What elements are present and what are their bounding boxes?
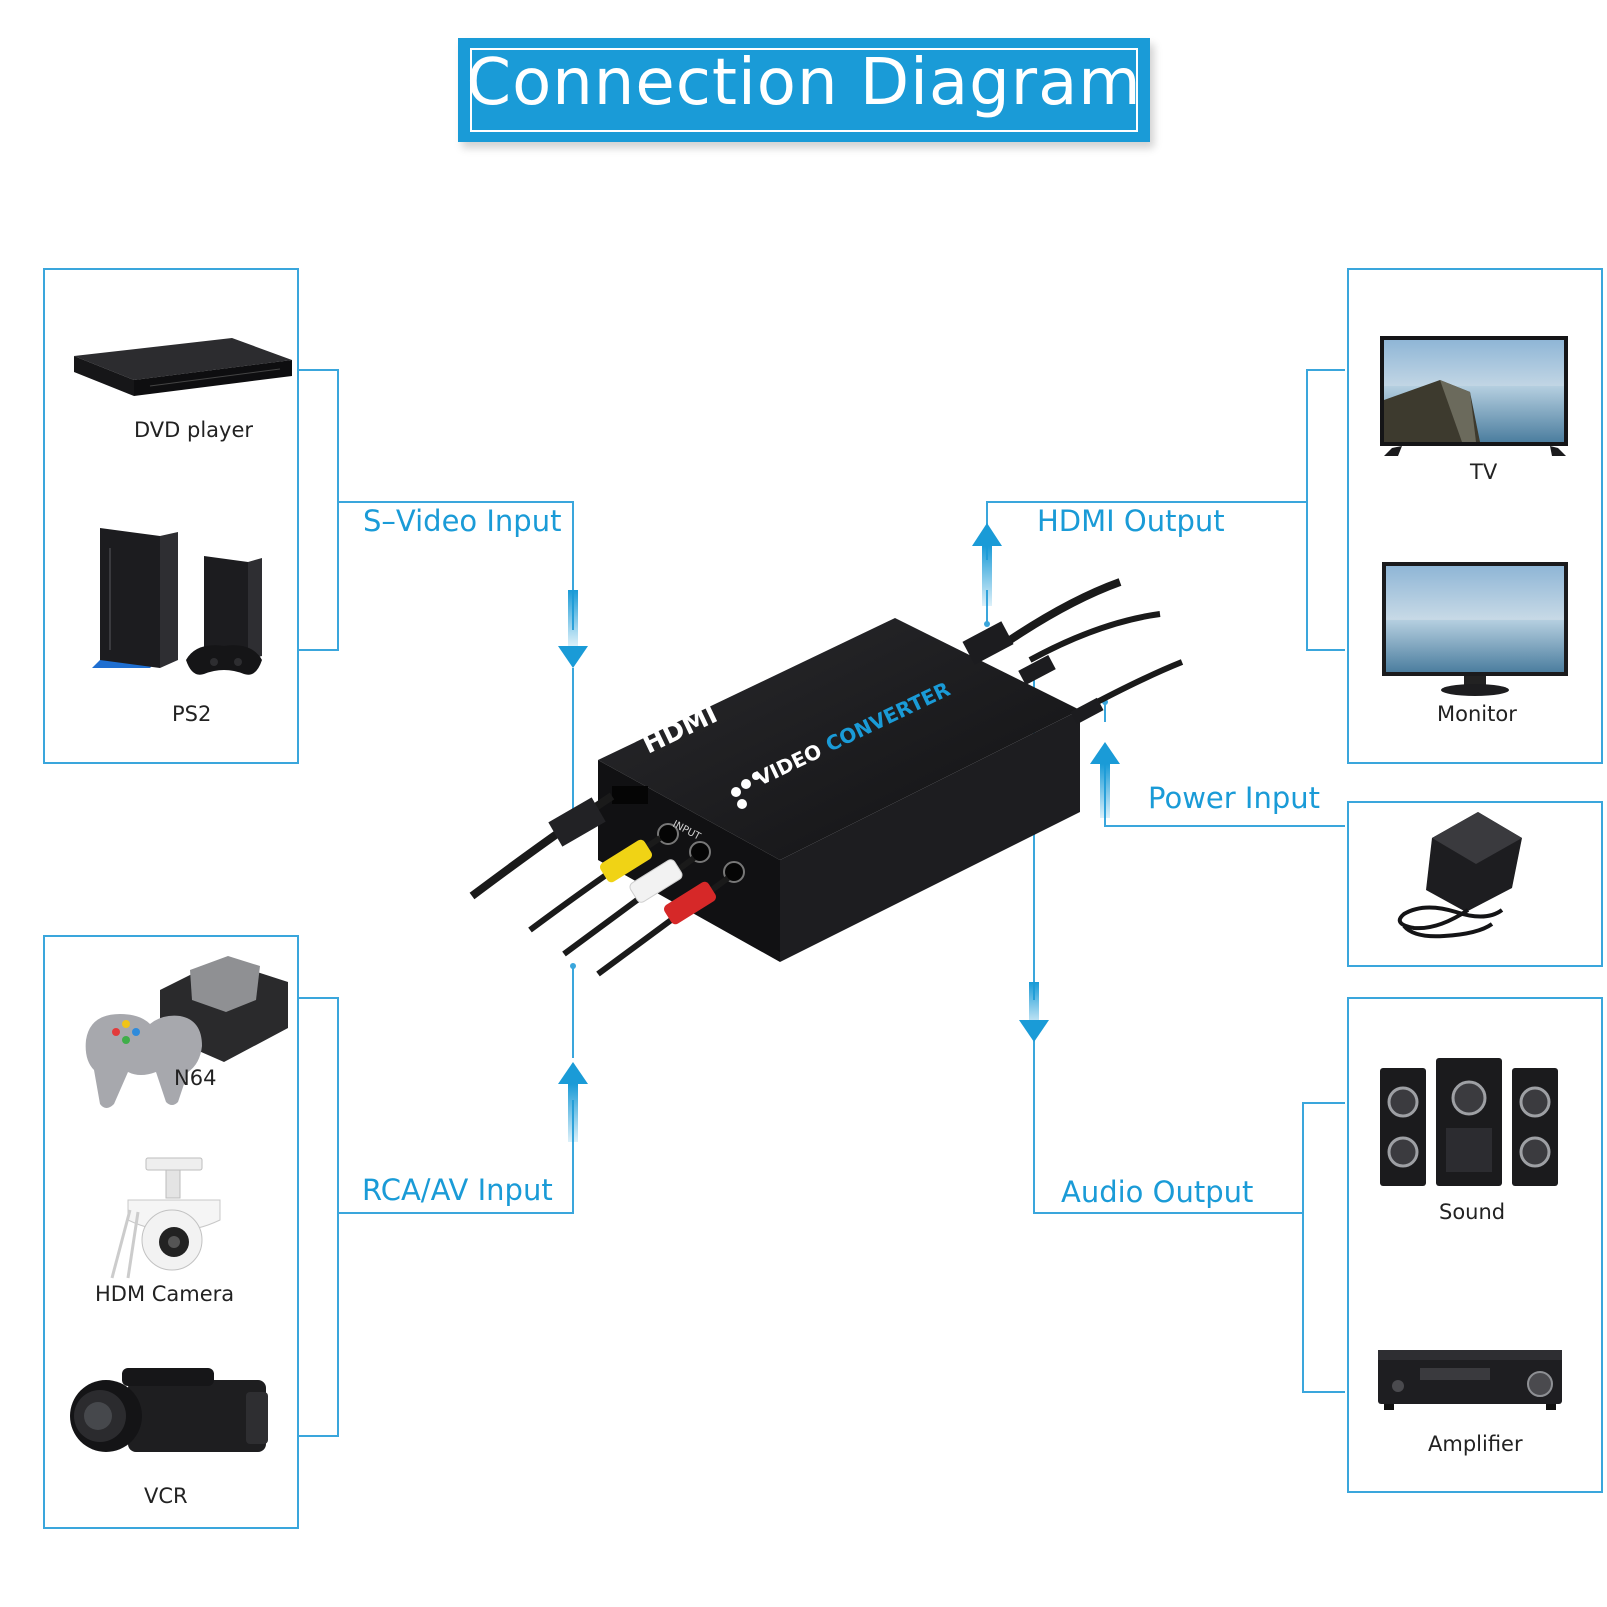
label-power-input: Power Input <box>1148 781 1320 815</box>
title-banner: Connection Diagram <box>458 38 1150 142</box>
label-monitor: Monitor <box>1437 702 1517 726</box>
page-title: Connection Diagram <box>466 46 1142 120</box>
label-sound: Sound <box>1439 1200 1506 1224</box>
svideo-connector-line <box>297 369 574 651</box>
label-tv: TV <box>1470 460 1498 484</box>
label-hdmi-output: HDMI Output <box>1037 504 1225 538</box>
dvd-player-image <box>74 338 292 396</box>
monitor-image <box>1382 562 1568 696</box>
label-audio-output: Audio Output <box>1061 1175 1254 1209</box>
label-vcr: VCR <box>144 1484 188 1508</box>
rca-arrow <box>558 963 588 1142</box>
label-amplifier: Amplifier <box>1428 1432 1523 1456</box>
label-svideo-input: S–Video Input <box>363 504 562 538</box>
label-n64: N64 <box>174 1066 217 1090</box>
title-frame <box>470 48 1138 132</box>
power-adapter-image <box>1397 812 1522 939</box>
sound-image <box>1380 1058 1558 1186</box>
label-dvd-player: DVD player <box>134 418 254 442</box>
audio-connector-line <box>1033 672 1345 1393</box>
label-hdm-camera: HDM Camera <box>95 1282 235 1306</box>
hdmi-arrow <box>972 523 1002 627</box>
camera-image <box>110 1157 221 1279</box>
video-converter-image: HDMI VIDEO CONVERTER INPUT <box>469 578 1184 977</box>
label-ps2: PS2 <box>172 702 212 726</box>
svideo-arrow <box>558 590 588 810</box>
label-rca-av-input: RCA/AV Input <box>362 1173 553 1207</box>
ps2-image <box>92 528 262 675</box>
n64-image <box>85 956 288 1108</box>
amplifier-image <box>1378 1350 1562 1410</box>
tv-image <box>1380 336 1568 456</box>
vcr-image <box>70 1368 268 1452</box>
